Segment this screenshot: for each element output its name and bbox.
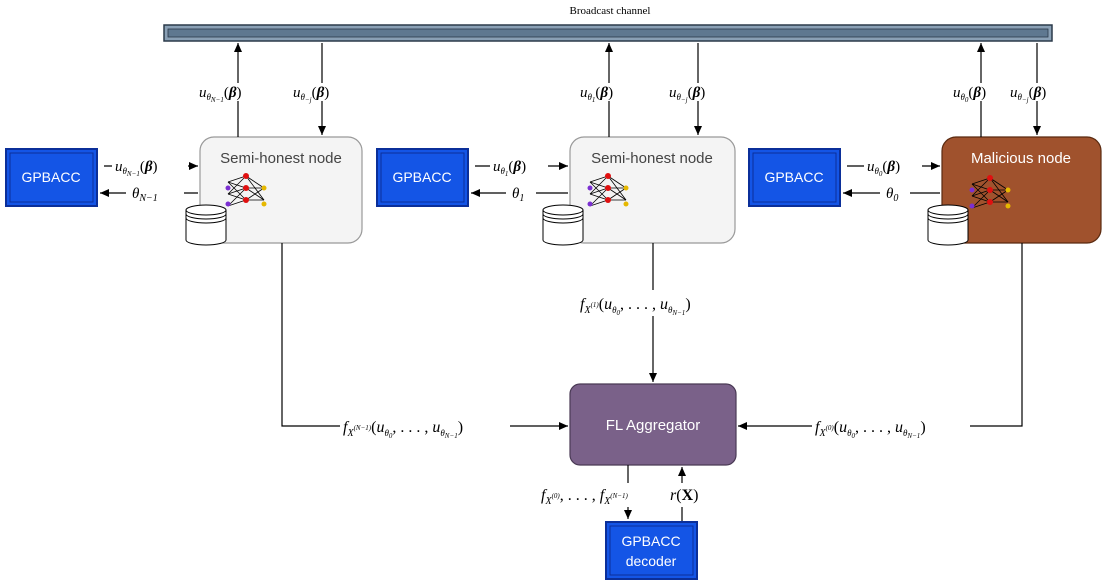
left-semi-honest-node [199,136,363,244]
gpbacc-decoder-box [605,521,698,580]
left-gpbacc-label: GPBACC [21,169,80,185]
middle-database-icon [542,204,584,246]
left-database-icon [185,204,227,246]
broadcast-channel-label: Broadcast channel [570,5,651,17]
decoder-to-aggregator-label: r(X) [670,487,698,504]
middle-node-group: Semi-honest node GPBACC uθ1(β) [376,43,736,246]
right-to-aggregator-label: fX(0)(uθ0, . . . , uθN−1) [815,419,926,440]
middle-to-gpbacc-label: uθ1(β) [493,159,526,178]
middle-to-aggregator-label: fX(1)(uθ0, . . . , uθN−1) [580,296,691,317]
left-gpbacc-box [5,148,98,207]
broadcast-channel-inner [167,28,1049,38]
left-node-title: Semi-honest node [220,150,342,167]
middle-down-label: uθ−j(β) [669,85,705,104]
right-node-group: Malicious node GPBACC uθ0(β) θ [748,43,1102,246]
right-to-gpbacc-label: uθ0(β) [867,159,900,178]
middle-neural-net-icon [587,173,629,207]
middle-gpbacc-box [376,148,469,207]
left-node-group: Semi-honest node GPBACC [5,43,363,246]
right-gpbacc-label: GPBACC [764,169,823,185]
middle-gpbacc-label: GPBACC [392,169,451,185]
gpbacc-decoder-line1: GPBACC [621,533,680,549]
right-gpbacc-box [748,148,841,207]
middle-node-title: Semi-honest node [591,150,713,167]
gpbacc-decoder-line2: decoder [626,553,677,569]
right-neural-net-icon [969,175,1011,209]
left-neural-net-icon [225,173,267,207]
malicious-node-title: Malicious node [971,150,1071,167]
fl-aggregator-label: FL Aggregator [606,417,701,434]
left-to-aggregator-label: fX(N−1)(uθ0, . . . , uθN−1) [343,419,463,440]
left-down-label: uθ−j(β) [293,85,329,104]
right-down-label: uθ−j(β) [1010,85,1046,104]
fl-aggregator [569,383,737,466]
right-database-icon [927,204,969,246]
middle-up-label: uθ1(β) [580,85,613,104]
